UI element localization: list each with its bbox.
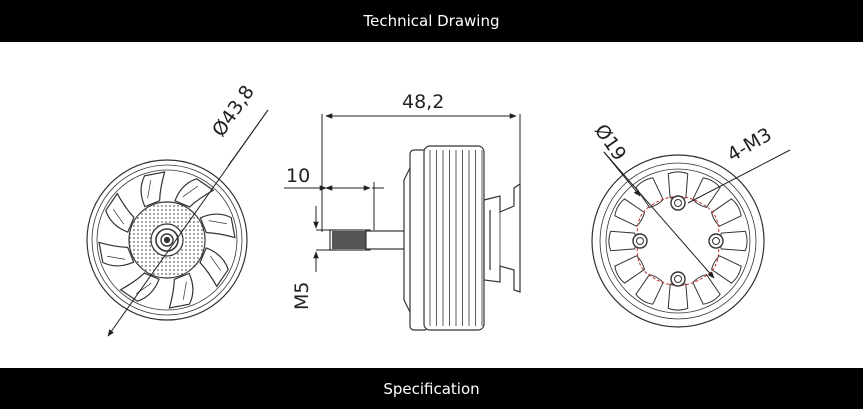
side-view — [329, 145, 521, 331]
slot — [667, 171, 689, 200]
mount-hole-inner — [712, 237, 720, 245]
header-bar: Technical Drawing — [0, 0, 863, 42]
rotor-can — [423, 145, 485, 331]
slot — [710, 255, 742, 284]
slot — [667, 282, 689, 311]
footer-title: Specification — [383, 379, 480, 398]
shaft-length-label: 10 — [286, 165, 310, 187]
spoke-edge — [182, 281, 187, 300]
spoke — [199, 213, 236, 239]
slot — [614, 255, 646, 284]
base-outer-ring — [591, 154, 765, 328]
slot — [614, 198, 646, 227]
spoke-edge — [112, 208, 125, 225]
front-spokes — [98, 171, 236, 309]
mount-holes — [632, 195, 724, 287]
spoke — [174, 178, 215, 208]
spoke-edge — [107, 255, 126, 260]
thread-label: M5 — [291, 282, 313, 310]
base-view — [591, 154, 765, 328]
rotor-ribs — [429, 150, 483, 326]
shaft-length-dimension: 10 — [284, 165, 384, 230]
length-dimension: 48,2 — [321, 91, 521, 232]
slot — [692, 177, 721, 209]
spoke — [199, 247, 229, 288]
spoke — [105, 192, 135, 233]
header-title: Technical Drawing — [363, 12, 500, 30]
mount-hole-inner — [674, 199, 682, 207]
spoke-edge — [147, 180, 152, 199]
spoke — [168, 272, 194, 309]
base-slots — [608, 171, 748, 311]
slot — [635, 273, 664, 305]
slot — [692, 273, 721, 305]
mount-diameter-label: Ø19 — [590, 120, 630, 165]
spoke — [140, 171, 166, 208]
shaft-thread — [332, 231, 366, 249]
mount-hole-inner — [674, 275, 682, 283]
front-view — [86, 159, 248, 321]
length-label: 48,2 — [402, 91, 444, 113]
slot — [635, 177, 664, 209]
spoke-edge — [208, 220, 227, 225]
spoke — [119, 272, 160, 302]
mount-screws-label: 4-M3 — [724, 124, 776, 167]
thread-dimension: M5 — [291, 206, 336, 310]
spoke-edge — [209, 255, 222, 272]
slot — [608, 230, 637, 252]
technical-drawing: Ø43,8 48,2 10 — [86, 81, 791, 337]
spoke-edge — [182, 185, 199, 198]
footer-bar: Specification — [0, 368, 863, 409]
bolt-circle — [636, 196, 720, 286]
slot — [710, 198, 742, 227]
outer-diameter-label: Ø43,8 — [208, 81, 259, 141]
spoke — [98, 241, 135, 267]
front-outer-ring — [86, 159, 248, 321]
slot — [719, 230, 748, 252]
mount-hole-inner — [636, 237, 644, 245]
